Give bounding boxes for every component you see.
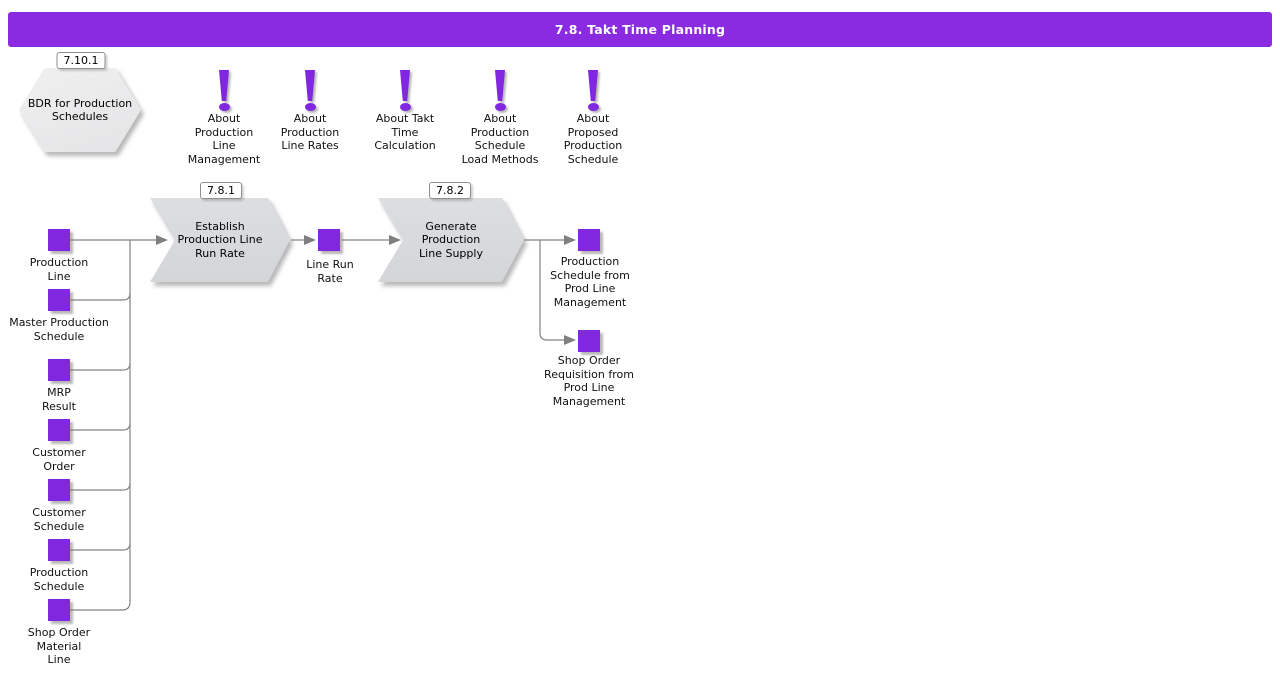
title-bar: 7.8. Takt Time Planning [8, 12, 1272, 47]
data-node-customer-order[interactable] [48, 419, 70, 441]
exclamation-dot [587, 103, 599, 111]
hexagon-shape [19, 68, 141, 152]
info-exclamation-icon[interactable] [587, 70, 599, 111]
input-bus-line [70, 240, 131, 611]
exclamation-bar [400, 70, 410, 101]
page-title: 7.8. Takt Time Planning [554, 22, 726, 37]
data-node-label: Production Schedule from Prod Line Manag… [550, 255, 630, 309]
data-node-label: Customer Schedule [32, 506, 86, 533]
data-node-line-run-rate[interactable] [318, 229, 340, 251]
hexagon-node[interactable] [19, 68, 141, 152]
info-link-label[interactable]: About Takt Time Calculation [374, 112, 436, 152]
exclamation-dot [304, 103, 316, 111]
data-node-production-schedule-from-prod-line-management[interactable] [578, 229, 600, 251]
info-exclamation-icon[interactable] [494, 70, 506, 111]
process-label: Establish Production Line Run Rate [177, 219, 263, 260]
exclamation-dot [218, 103, 230, 111]
hexagon-ref-badge: 7.10.1 [56, 52, 106, 69]
exclamation-bar [495, 70, 505, 101]
info-link-label[interactable]: About Production Line Management [187, 112, 261, 166]
process-chevron-establish-run-rate[interactable] [150, 198, 290, 282]
exclamation-bar [588, 70, 598, 101]
exclamation-bar [219, 70, 229, 101]
info-exclamation-icon[interactable] [399, 70, 411, 111]
info-link-label[interactable]: About Production Line Rates [280, 112, 340, 152]
data-node-label: Master Production Schedule [9, 316, 109, 343]
process-ref-badge: 7.8.2 [429, 182, 471, 199]
info-link-label[interactable]: About Production Schedule Load Methods [461, 112, 539, 166]
process-ref-badge: 7.8.1 [200, 182, 242, 199]
data-node-label: Production Line [29, 256, 89, 283]
data-node-label: Line Run Rate [306, 258, 354, 285]
process-chevron-generate-line-supply[interactable] [378, 198, 524, 282]
exclamation-bar [305, 70, 315, 101]
data-node-label: MRP Result [42, 386, 76, 413]
exclamation-dot [494, 103, 506, 111]
data-node-production-line[interactable] [48, 229, 70, 251]
info-exclamation-icon[interactable] [218, 70, 230, 111]
process-label: Generate Production Line Supply [419, 219, 483, 260]
data-node-master-production-schedule[interactable] [48, 289, 70, 311]
data-node-shop-order-material-line[interactable] [48, 599, 70, 621]
data-node-production-schedule[interactable] [48, 539, 70, 561]
data-node-mrp-result[interactable] [48, 359, 70, 381]
hexagon-label: BDR for Production Schedules [27, 96, 133, 124]
data-node-label: Customer Order [32, 446, 86, 473]
exclamation-dot [399, 103, 411, 111]
info-exclamation-icon[interactable] [304, 70, 316, 111]
data-node-customer-schedule[interactable] [48, 479, 70, 501]
data-node-shop-order-requisition-from-prod-line-management[interactable] [578, 330, 600, 352]
info-link-label[interactable]: About Proposed Production Schedule [563, 112, 623, 166]
data-node-label: Production Schedule [29, 566, 89, 593]
data-node-label: Shop Order Requisition from Prod Line Ma… [544, 354, 634, 408]
data-node-label: Shop Order Material Line [27, 626, 91, 666]
